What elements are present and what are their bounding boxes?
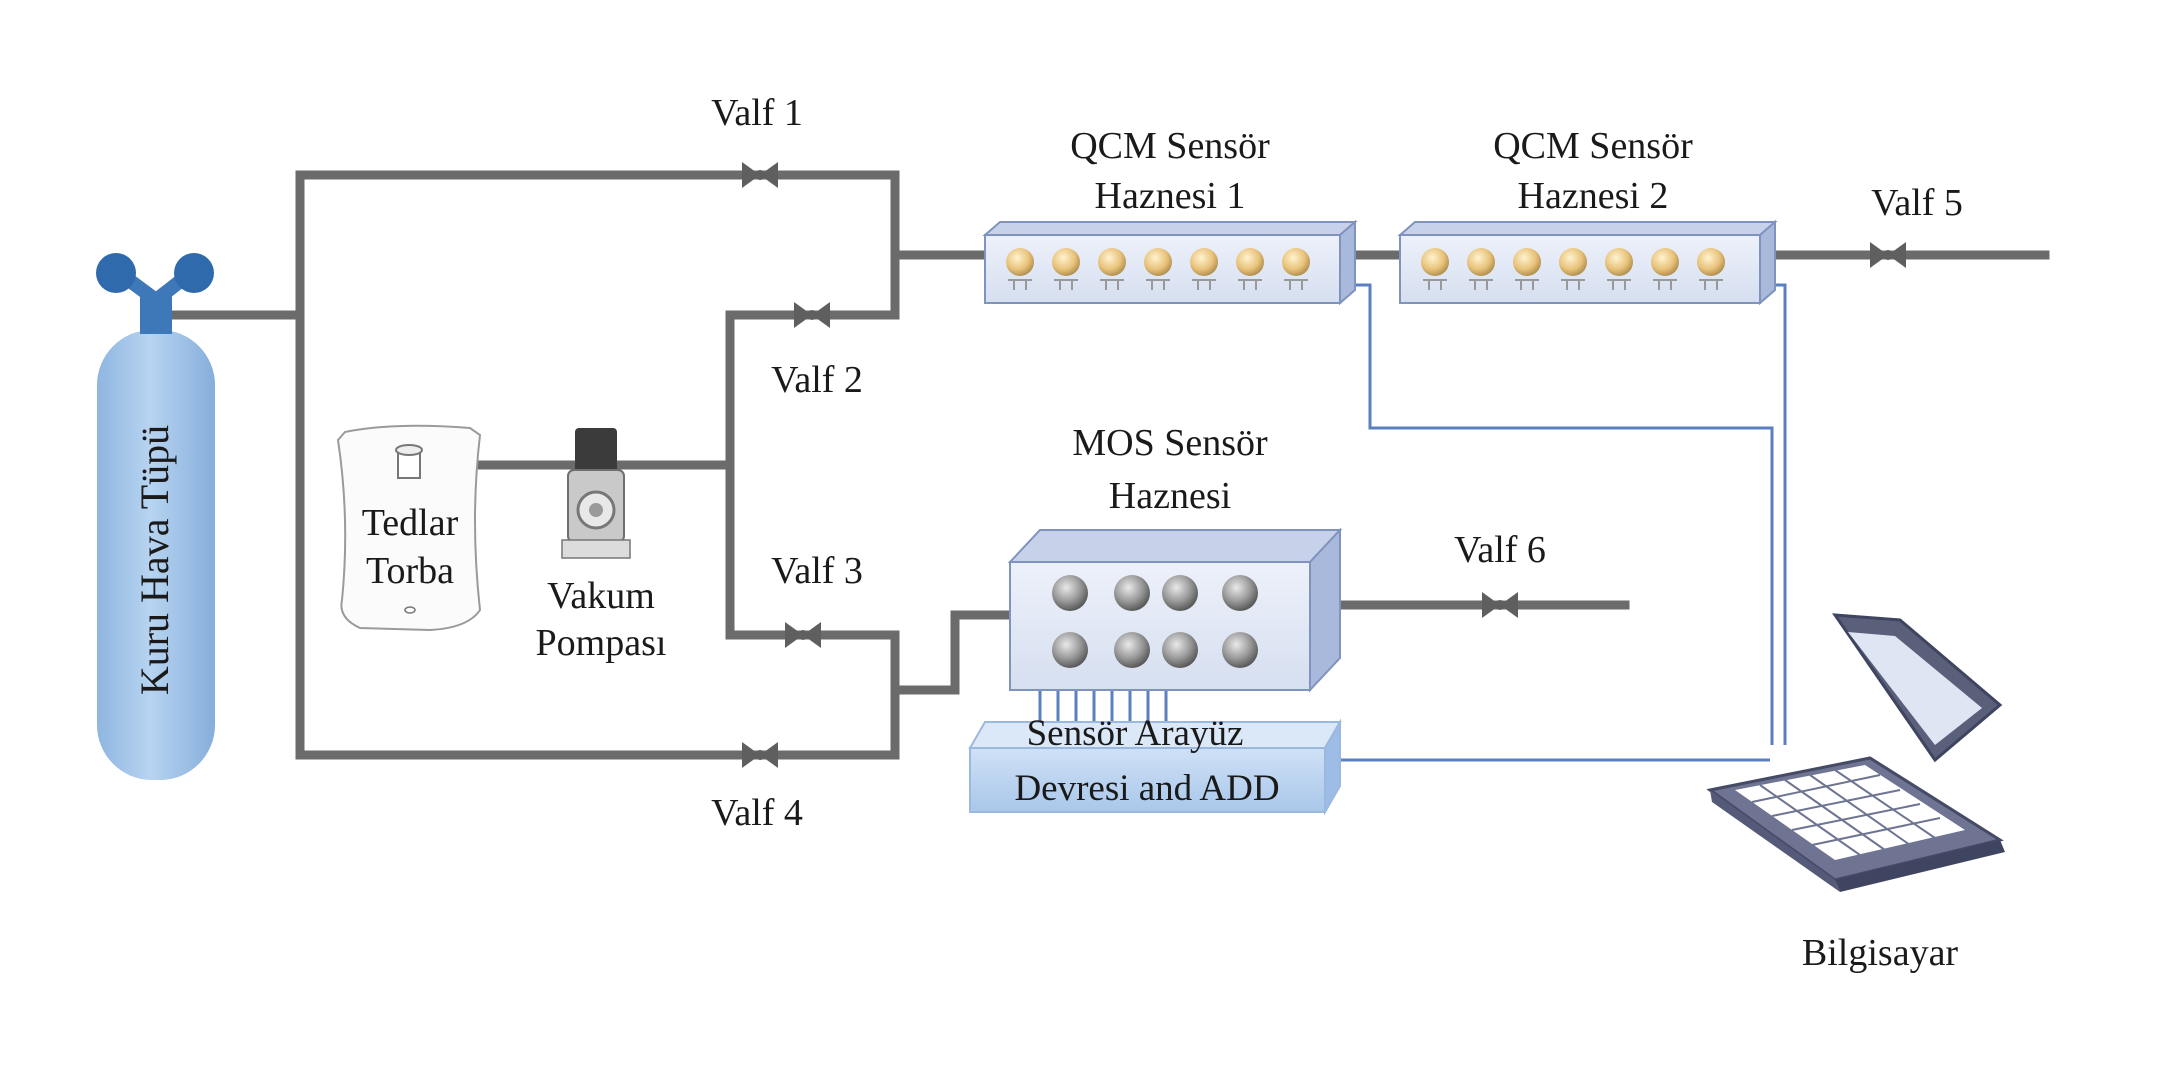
qcm-sensor-icon [1144, 248, 1172, 290]
qcm-sensor-icon [1697, 248, 1725, 290]
qcm-1-sensors [1006, 248, 1310, 290]
mos-sensor-icon [1162, 575, 1198, 611]
valve-5-label: Valf 5 [1871, 182, 1963, 224]
qcm-2-label-line2: Haznesi 2 [1518, 175, 1669, 217]
valve-2-label: Valf 2 [771, 359, 863, 401]
mos-sensor-icon [1222, 632, 1258, 668]
qcm-sensor-icon [1421, 248, 1449, 290]
qcm-1-label-line2: Haznesi 1 [1095, 175, 1246, 217]
qcm-sensor-icon [1651, 248, 1679, 290]
valve-4-label: Valf 4 [711, 792, 803, 834]
pump-label-line2: Pompası [536, 622, 667, 664]
tedlar-bag: Tedlar Torba [336, 424, 482, 632]
laptop-icon [1706, 613, 2005, 892]
tank-knob-left-icon [96, 253, 136, 293]
mos-sensor-icon [1114, 575, 1150, 611]
valve-6[interactable] [1482, 592, 1518, 618]
mos-label-line1: MOS Sensör [1072, 422, 1268, 464]
interface-label-line2: Devresi and ADD [1014, 768, 1279, 809]
mos-sensor-icon [1222, 575, 1258, 611]
valve-6-label: Valf 6 [1454, 529, 1546, 571]
qcm-sensor-icon [1236, 248, 1264, 290]
valve-4[interactable] [742, 742, 778, 768]
qcm-chamber-1: QCM Sensör Haznesi 1 [982, 125, 1358, 306]
valve-2[interactable] [794, 302, 830, 328]
gas-tank: Kuru Hava Tüpü [96, 253, 215, 780]
valve-1-label: Valf 1 [711, 92, 803, 134]
valve-3-label: Valf 3 [771, 550, 863, 592]
computer-label: Bilgisayar [1802, 932, 1959, 974]
bag-label-line2: Torba [366, 550, 454, 592]
mos-chamber: MOS Sensör Haznesi [1007, 422, 1343, 693]
qcm-sensor-icon [1006, 248, 1034, 290]
laptop-computer[interactable]: Bilgisayar [1706, 613, 2005, 974]
qcm-sensor-icon [1190, 248, 1218, 290]
signal-wires [1038, 283, 1787, 762]
vacuum-pump: Vakum Pompası [536, 428, 667, 664]
qcm-sensor-icon [1513, 248, 1541, 290]
qcm-2-sensors [1421, 248, 1725, 290]
qcm-sensor-icon [1467, 248, 1495, 290]
mos-sensor-icon [1052, 632, 1088, 668]
qcm-sensor-icon [1282, 248, 1310, 290]
qcm-sensor-icon [1052, 248, 1080, 290]
qcm-1-label-line1: QCM Sensör [1070, 125, 1270, 167]
tank-knob-right-icon [174, 253, 214, 293]
bag-label-line1: Tedlar [362, 502, 459, 544]
valve-1[interactable] [742, 162, 778, 188]
interface-label-line1: Sensör Arayüz [1027, 713, 1244, 754]
qcm-chamber-2: QCM Sensör Haznesi 2 [1397, 125, 1778, 306]
mos-sensor-icon [1052, 575, 1088, 611]
mos-label-line2: Haznesi [1109, 475, 1231, 517]
pump-label-line1: Vakum [547, 575, 655, 617]
tank-label: Kuru Hava Tüpü [132, 425, 177, 695]
qcm-2-label-line1: QCM Sensör [1493, 125, 1693, 167]
bag-port-icon [404, 606, 416, 614]
valve-3[interactable] [785, 622, 821, 648]
qcm-sensor-icon [1098, 248, 1126, 290]
mos-sensor-icon [1162, 632, 1198, 668]
mos-sensors [1052, 575, 1258, 668]
mos-sensor-icon [1114, 632, 1150, 668]
qcm-sensor-icon [1559, 248, 1587, 290]
valve-5[interactable] [1870, 242, 1906, 268]
qcm-sensor-icon [1605, 248, 1633, 290]
sensor-interface-circuit: Sensör Arayüz Devresi and ADD [968, 713, 1342, 816]
